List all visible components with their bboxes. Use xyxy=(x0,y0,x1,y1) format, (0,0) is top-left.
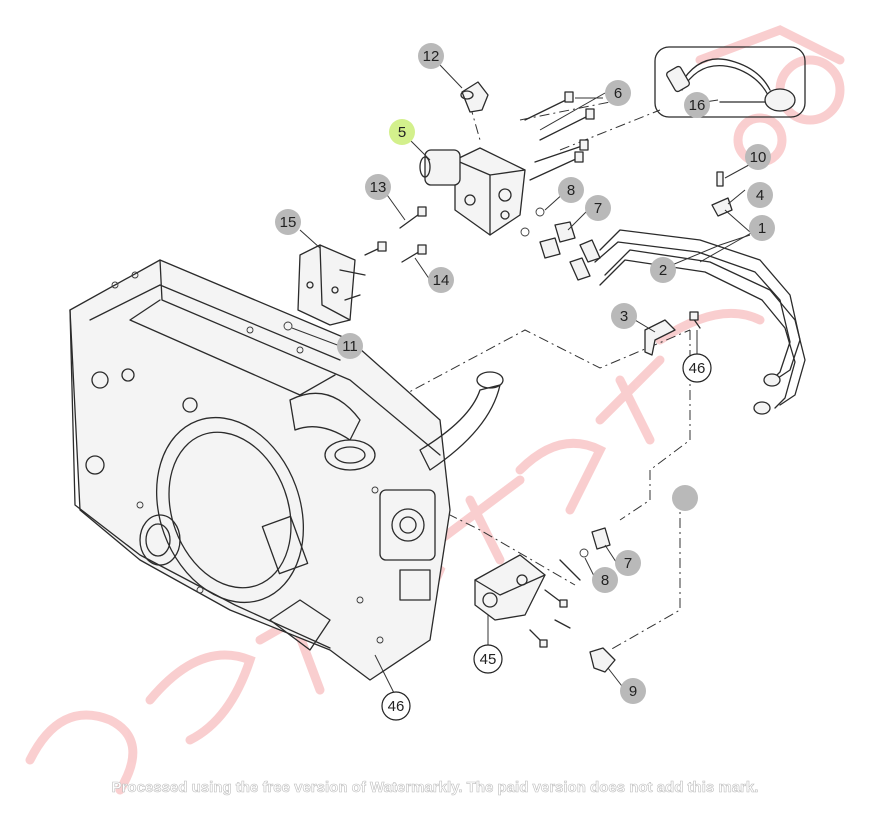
callout-5: 5 xyxy=(389,119,415,145)
svg-text:10: 10 xyxy=(750,149,767,166)
svg-text:6: 6 xyxy=(614,85,622,102)
callout-11: 12 xyxy=(418,43,444,69)
svg-text:1: 1 xyxy=(758,220,766,237)
callout-7-lower: 7 xyxy=(615,550,641,576)
callout-10: 10 xyxy=(745,144,771,170)
callout-13: 14 xyxy=(428,267,454,293)
pipe-clamp-3 xyxy=(644,311,701,356)
clip-4-bolt-10 xyxy=(711,171,733,217)
svg-text:46: 46 xyxy=(388,698,405,715)
svg-text:4: 4 xyxy=(756,187,764,204)
svg-text:12: 12 xyxy=(423,48,440,65)
inset-harness-box xyxy=(654,46,806,118)
pump-cover-45 xyxy=(474,554,581,648)
svg-text:8: 8 xyxy=(601,572,609,589)
callout-6: 6 xyxy=(605,80,631,106)
svg-text:16: 16 xyxy=(689,97,706,114)
long-bolts-6 xyxy=(524,91,595,181)
svg-text:3: 3 xyxy=(620,308,628,325)
cover-block-14 xyxy=(283,244,366,331)
svg-text:9: 9 xyxy=(629,683,637,700)
lower-fittings xyxy=(579,527,616,673)
elbow-fitting-11 xyxy=(460,81,489,113)
callout-8-upper: 8 xyxy=(558,177,584,203)
watermark-notice: Processed using the free version of Wate… xyxy=(112,779,759,796)
union-fittings-7-8 xyxy=(520,207,601,281)
callout-3: 3 xyxy=(611,303,637,329)
svg-text:2: 2 xyxy=(659,262,667,279)
callout-1-lower: 1 xyxy=(672,485,698,511)
callout-9: 9 xyxy=(620,678,646,704)
svg-text:15: 15 xyxy=(280,214,297,231)
hydraulic-pipes xyxy=(594,229,806,415)
svg-text:7: 7 xyxy=(624,555,632,572)
callout-1: 1 xyxy=(749,215,775,241)
svg-text:14: 14 xyxy=(433,272,450,289)
svg-text:7: 7 xyxy=(594,200,602,217)
svg-text:13: 13 xyxy=(370,179,387,196)
bolts-12-13 xyxy=(364,206,427,263)
callout-46-upper: 46 xyxy=(682,353,712,383)
callout-46-lower: 46 xyxy=(381,691,411,721)
callout-14: 15 xyxy=(275,209,301,235)
callout-12: 13 xyxy=(365,174,391,200)
valve-block xyxy=(419,147,526,236)
svg-text:45: 45 xyxy=(480,651,497,668)
transmission-housing xyxy=(69,259,504,681)
svg-text:11: 11 xyxy=(342,338,358,355)
callout-2: 2 xyxy=(650,257,676,283)
svg-text:5: 5 xyxy=(398,124,406,141)
callout-badges: 12 5 6 16 10 4 1 2 xyxy=(275,43,775,721)
callout-8-lower: 8 xyxy=(592,567,618,593)
callout-4: 4 xyxy=(747,182,773,208)
svg-text:46: 46 xyxy=(689,360,706,377)
callout-16: 16 xyxy=(684,92,710,118)
callout-7-upper: 7 xyxy=(585,195,611,221)
svg-text:8: 8 xyxy=(567,182,575,199)
svg-text:1: 1 xyxy=(681,490,689,507)
callout-45: 45 xyxy=(473,644,503,674)
callout-15: 11 xyxy=(337,333,363,359)
